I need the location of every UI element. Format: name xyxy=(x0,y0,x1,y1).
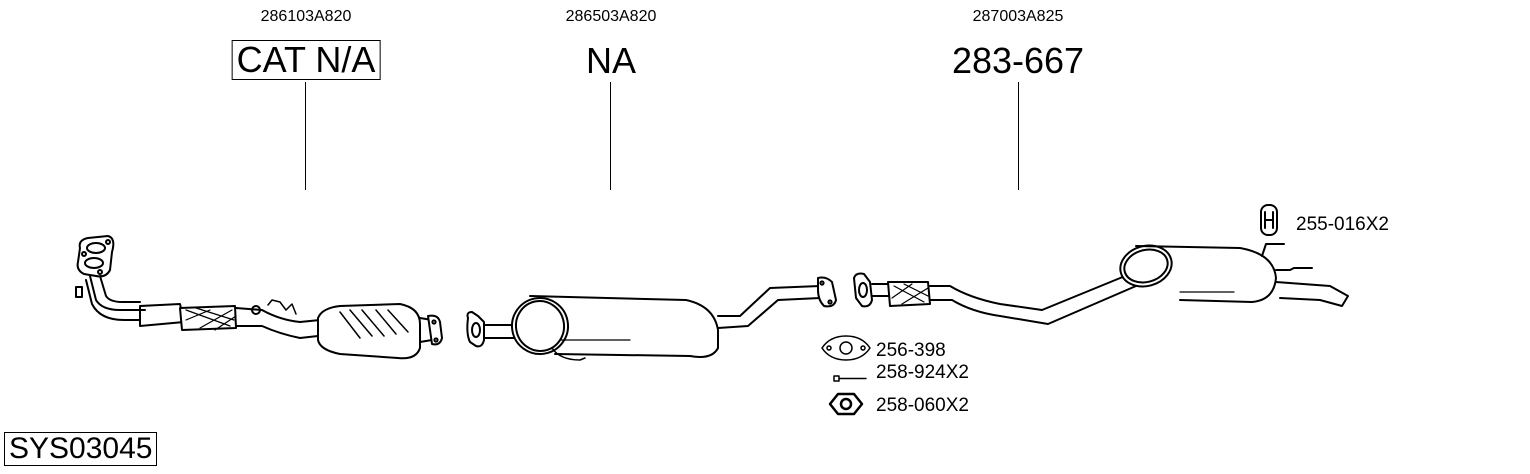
part-number-front[interactable]: CAT N/A xyxy=(231,40,381,80)
accessory-rubber-mount-label[interactable]: 255-016X2 xyxy=(1296,214,1389,235)
nut-icon xyxy=(828,392,864,416)
part-number-rear[interactable]: 283-667 xyxy=(951,40,1085,81)
oem-number-rear: 287003A825 xyxy=(972,8,1064,25)
gasket-icon xyxy=(821,335,871,361)
oem-number-middle: 286503A820 xyxy=(565,8,657,25)
front-pipe-catalyst-drawing[interactable] xyxy=(75,235,443,360)
bolt-icon xyxy=(833,375,867,382)
system-code: SYS03045 xyxy=(4,432,158,466)
leader-line-front xyxy=(305,82,306,190)
rubber-mount-icon xyxy=(1260,204,1278,236)
leader-line-rear xyxy=(1018,82,1019,190)
oem-number-front: 286103A820 xyxy=(260,8,352,25)
rear-silencer-pipe-drawing[interactable] xyxy=(853,240,1349,325)
accessory-gasket-label[interactable]: 256-398 xyxy=(876,340,946,361)
middle-silencer-drawing[interactable] xyxy=(466,276,837,361)
accessory-nut-label[interactable]: 258-060X2 xyxy=(876,395,969,416)
accessory-bolt-label[interactable]: 258-924X2 xyxy=(876,362,969,383)
part-number-middle[interactable]: NA xyxy=(585,40,637,81)
leader-line-middle xyxy=(610,82,611,190)
